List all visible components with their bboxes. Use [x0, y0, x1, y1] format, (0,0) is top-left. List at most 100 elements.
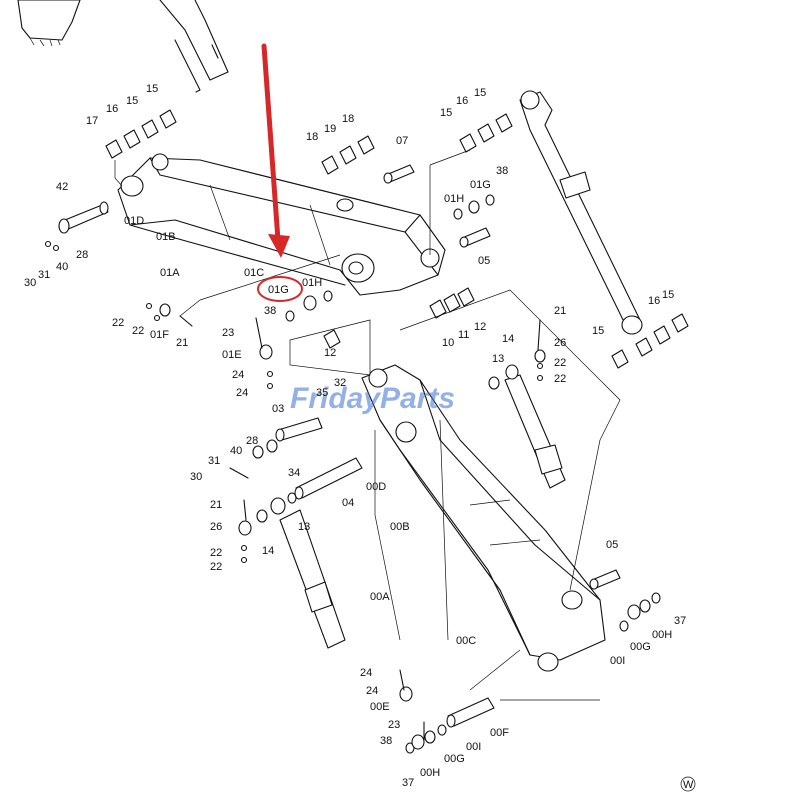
pin-42 — [58, 201, 109, 234]
part-label: 21 — [176, 337, 188, 349]
part-label: 37 — [402, 777, 414, 789]
boom-cylinder-right — [504, 374, 566, 489]
part-label: 00I — [610, 655, 625, 667]
part-label: 38 — [380, 735, 392, 747]
part-label: 15 — [126, 95, 138, 107]
part-label: 31 — [208, 455, 220, 467]
part-label: 30 — [24, 277, 36, 289]
part-label: 00F — [490, 727, 509, 739]
part-labels: 17 16 15 15 42 01D 01B 01A 30 31 40 28 1… — [24, 83, 686, 789]
part-label: 15 — [592, 325, 604, 337]
part-label: 34 — [288, 467, 300, 479]
shim-plates — [105, 109, 689, 369]
part-label: 00H — [420, 767, 440, 779]
part-label: 00G — [630, 641, 651, 653]
part-label: 01G — [470, 179, 491, 191]
part-label: 28 — [76, 249, 88, 261]
pin-00F — [446, 697, 495, 728]
part-label: 01H — [444, 193, 464, 205]
part-label: 12 — [474, 321, 486, 333]
part-label: 01B — [156, 231, 176, 243]
part-label: 18 — [342, 113, 354, 125]
part-label: 01A — [160, 267, 180, 279]
part-label: 23 — [222, 327, 234, 339]
corner-mark-text: W — [683, 779, 694, 791]
part-label: 21 — [554, 305, 566, 317]
part-label: 24 — [236, 387, 248, 399]
part-label: 22 — [210, 561, 222, 573]
part-label: 15 — [662, 289, 674, 301]
part-label: 04 — [342, 497, 354, 509]
part-label: 24 — [366, 685, 378, 697]
rings-and-washers — [159, 194, 661, 754]
boom-00A — [361, 364, 606, 672]
part-label: 30 — [190, 471, 202, 483]
pin-03 — [275, 417, 323, 442]
part-label: 10 — [442, 337, 454, 349]
pin-05-top — [459, 227, 491, 248]
pin-07 — [383, 164, 415, 184]
part-label: 40 — [230, 445, 242, 457]
part-label: 26 — [554, 337, 566, 349]
part-label: 35 — [316, 387, 328, 399]
part-label: 00I — [466, 741, 481, 753]
part-label: 01D — [124, 215, 144, 227]
part-label: 23 — [388, 719, 400, 731]
boom-cylinder-left — [279, 509, 346, 649]
part-label: 32 — [334, 377, 346, 389]
bucket-cylinder — [519, 90, 643, 335]
part-label: 38 — [496, 165, 508, 177]
part-label: 22 — [554, 357, 566, 369]
part-label: 14 — [262, 545, 274, 557]
part-label: 01E — [222, 349, 242, 361]
part-label: 22 — [210, 547, 222, 559]
part-label: 00A — [370, 591, 390, 603]
part-label: 28 — [246, 435, 258, 447]
part-label: 21 — [210, 499, 222, 511]
arm-01A — [117, 153, 446, 296]
arm-cylinder-top — [159, 0, 229, 93]
part-label: 00D — [366, 481, 386, 493]
part-label: 38 — [264, 305, 276, 317]
part-label: 00H — [652, 629, 672, 641]
part-label: 22 — [554, 373, 566, 385]
part-label: 15 — [440, 107, 452, 119]
part-label: 01F — [150, 329, 169, 341]
part-label: 12 — [324, 347, 336, 359]
part-label: 07 — [396, 135, 408, 147]
part-label: 13 — [298, 521, 310, 533]
part-label: 03 — [272, 403, 284, 415]
corner-mark-circle — [680, 776, 696, 792]
bolts — [44, 240, 544, 741]
pin-05-bottom — [589, 569, 621, 590]
watermark-text: FridayParts — [290, 382, 455, 415]
part-label: 13 — [492, 353, 504, 365]
part-label: 16 — [456, 95, 468, 107]
part-label: 05 — [606, 539, 618, 551]
part-label: 05 — [478, 255, 490, 267]
part-label: 00B — [390, 521, 410, 533]
part-label: 00C — [456, 635, 476, 647]
part-label: 31 — [38, 269, 50, 281]
part-label: 22 — [112, 317, 124, 329]
part-label: 16 — [106, 103, 118, 115]
part-label: 40 — [56, 261, 68, 273]
part-label: 19 — [324, 123, 336, 135]
part-label: 24 — [232, 369, 244, 381]
highlighted-part-label: 01G — [268, 284, 289, 296]
part-label: 00E — [370, 701, 390, 713]
part-label: 15 — [146, 83, 158, 95]
part-label: 14 — [502, 333, 514, 345]
part-label: 01C — [244, 267, 264, 279]
part-label: 11 — [458, 329, 469, 341]
part-label: 22 — [132, 325, 144, 337]
bucket-fragment — [17, 0, 81, 47]
part-label: 16 — [648, 295, 660, 307]
part-label: 24 — [360, 667, 372, 679]
part-label: 15 — [474, 87, 486, 99]
highlight-arrow — [257, 43, 303, 302]
part-label: 26 — [210, 521, 222, 533]
part-label: 37 — [674, 615, 686, 627]
